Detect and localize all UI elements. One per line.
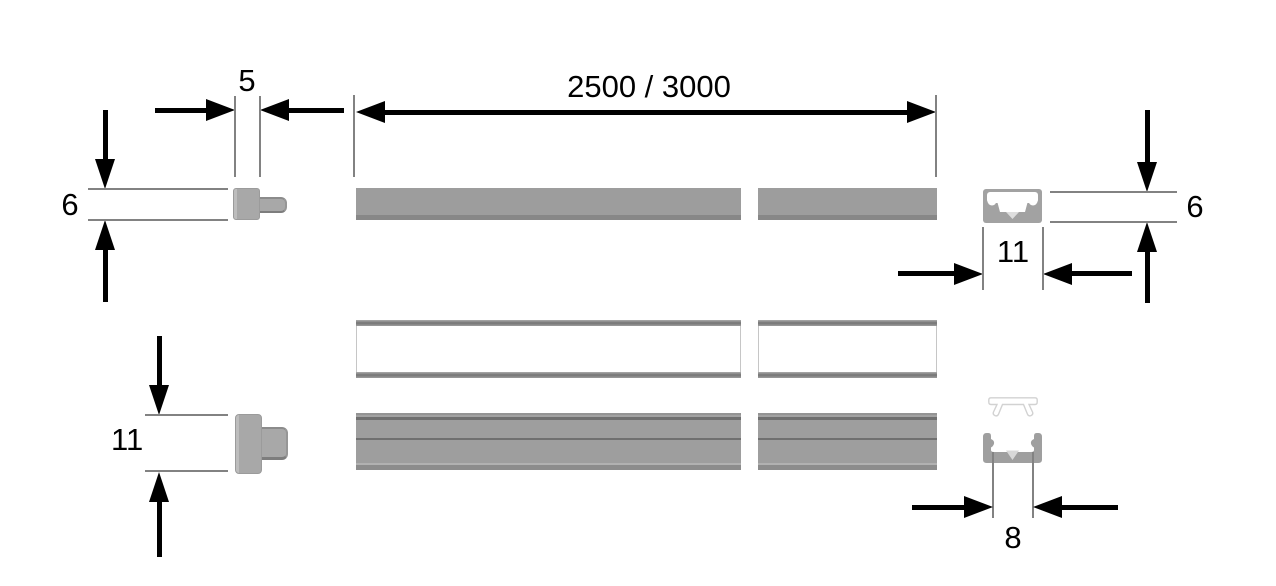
dimension-line bbox=[898, 271, 958, 276]
arrow-head-up-icon bbox=[149, 472, 169, 502]
cover-cross-section bbox=[988, 397, 1038, 417]
extension-line bbox=[1050, 191, 1177, 193]
arrow-head-left-icon bbox=[1033, 496, 1062, 518]
extension-line bbox=[145, 470, 228, 472]
dimension-line bbox=[287, 108, 344, 113]
extension-line bbox=[88, 188, 228, 190]
extension-line bbox=[1042, 227, 1044, 290]
arrow-head-left-icon bbox=[260, 99, 289, 121]
dimension-line bbox=[155, 108, 210, 113]
dimension-label: 5 bbox=[238, 63, 256, 98]
profile-bar-segment-right bbox=[758, 188, 937, 220]
end-cap-tab bbox=[262, 427, 288, 460]
dimension-line bbox=[912, 505, 968, 510]
arrow-head-left-icon bbox=[356, 101, 385, 123]
end-cap-flange bbox=[235, 414, 262, 474]
arrow-head-down-icon bbox=[1137, 162, 1157, 192]
extension-line bbox=[353, 95, 355, 177]
extension-line bbox=[992, 452, 994, 518]
assembled-bar-segment-left bbox=[356, 413, 741, 470]
diffuser-bar-segment-right bbox=[758, 320, 937, 378]
arrow-head-right-icon bbox=[206, 99, 235, 121]
dimension-line bbox=[157, 502, 162, 557]
dimension-label: 11 bbox=[111, 422, 144, 457]
dimension-line bbox=[103, 250, 108, 302]
extension-line bbox=[935, 95, 937, 177]
arrow-head-right-icon bbox=[964, 496, 993, 518]
dimension-label: 6 bbox=[61, 187, 79, 222]
dimension-label: 6 bbox=[1186, 189, 1204, 224]
extension-line bbox=[145, 414, 228, 416]
profile-cross-section bbox=[983, 189, 1042, 223]
dimension-line bbox=[1145, 252, 1150, 303]
extension-line bbox=[1050, 221, 1177, 223]
dimension-label: 2500 / 3000 bbox=[567, 69, 731, 104]
dimension-line bbox=[1145, 110, 1150, 162]
dimension-label: 8 bbox=[1004, 520, 1022, 555]
diffuser-bar-segment-left bbox=[356, 320, 741, 378]
dimension-line bbox=[380, 110, 911, 115]
arrow-head-down-icon bbox=[149, 385, 169, 415]
end-cap-flange bbox=[233, 188, 260, 220]
arrow-head-up-icon bbox=[95, 220, 115, 250]
extension-line bbox=[1032, 452, 1034, 518]
end-cap-tab bbox=[260, 197, 287, 213]
channel-cross-section bbox=[983, 433, 1042, 463]
arrow-head-down-icon bbox=[95, 159, 115, 189]
dimension-line bbox=[157, 336, 162, 385]
extension-line bbox=[982, 227, 984, 290]
assembled-bar-segment-right bbox=[758, 413, 937, 470]
arrow-head-left-icon bbox=[1043, 263, 1072, 285]
arrow-head-up-icon bbox=[1137, 222, 1157, 252]
profile-bar-segment-left bbox=[356, 188, 741, 220]
dimension-line bbox=[103, 110, 108, 160]
arrow-head-right-icon bbox=[954, 263, 983, 285]
extension-line bbox=[259, 96, 261, 177]
dimension-line bbox=[1060, 505, 1118, 510]
dimension-line bbox=[1070, 271, 1132, 276]
dimension-label: 11 bbox=[996, 234, 1030, 269]
extension-line bbox=[234, 96, 236, 177]
extension-line bbox=[88, 219, 228, 221]
arrow-head-right-icon bbox=[907, 101, 936, 123]
